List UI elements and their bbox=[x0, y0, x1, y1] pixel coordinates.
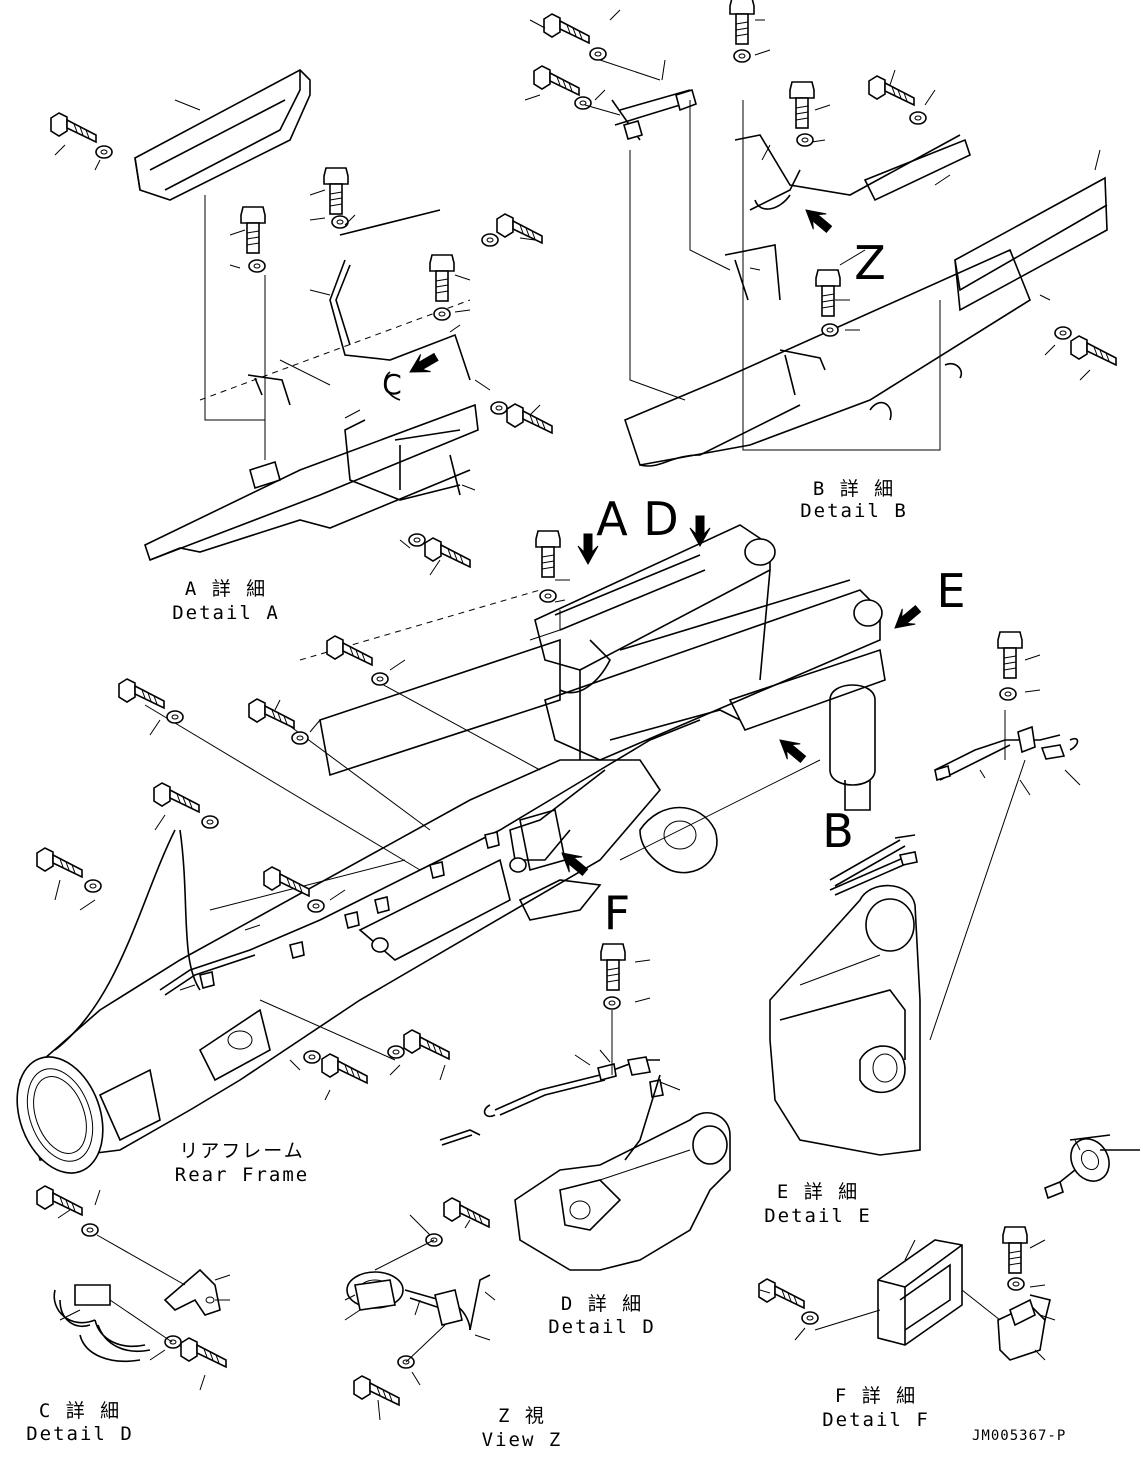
view-z-label-en: View Z bbox=[481, 1429, 563, 1451]
detail-c-drawing bbox=[36, 1185, 227, 1368]
detail-f-drawing bbox=[758, 1134, 1140, 1361]
view-z-label-jp: Z 視 bbox=[498, 1405, 546, 1427]
detail-c-label-en: Detail D bbox=[26, 1423, 134, 1445]
callout-f: F bbox=[603, 886, 631, 940]
rear-frame-label-en: Rear Frame bbox=[174, 1164, 310, 1186]
detail-a-label-en: Detail A bbox=[172, 602, 280, 624]
leader-lines bbox=[54, 9, 1101, 1421]
detail-d-label-en: Detail D bbox=[548, 1316, 656, 1338]
detail-b-label-jp: B 詳 細 bbox=[812, 478, 896, 500]
detail-f-label-en: Detail F bbox=[822, 1409, 930, 1431]
callout-b: B bbox=[822, 804, 854, 858]
view-z-drawing bbox=[346, 1197, 491, 1406]
detail-f-label-jp: F 詳 細 bbox=[834, 1385, 918, 1407]
rear-frame-label-jp: リアフレーム bbox=[179, 1140, 305, 1162]
detail-e-label-en: Detail E bbox=[764, 1205, 872, 1227]
callout-d: D bbox=[643, 492, 679, 546]
detail-a-label-jp: A 詳 細 bbox=[184, 578, 268, 600]
detail-b-label-en: Detail B bbox=[800, 500, 908, 522]
detail-d-drawing bbox=[439, 943, 731, 1271]
detail-b-drawing bbox=[533, 0, 1117, 467]
main-frame-drawing bbox=[16, 515, 925, 1174]
callout-a: A bbox=[596, 492, 628, 546]
callout-c: C bbox=[382, 368, 402, 401]
detail-a-drawing bbox=[50, 69, 553, 568]
callout-z: Z bbox=[854, 236, 886, 290]
detail-c-label-jp: C 詳 細 bbox=[38, 1400, 122, 1422]
detail-e-drawing bbox=[769, 631, 1079, 1156]
detail-d-label-jp: D 詳 細 bbox=[560, 1293, 644, 1315]
callout-e: E bbox=[936, 564, 966, 618]
drawing-code: JM005367-P bbox=[972, 1428, 1067, 1444]
detail-e-label-jp: E 詳 細 bbox=[776, 1181, 860, 1203]
